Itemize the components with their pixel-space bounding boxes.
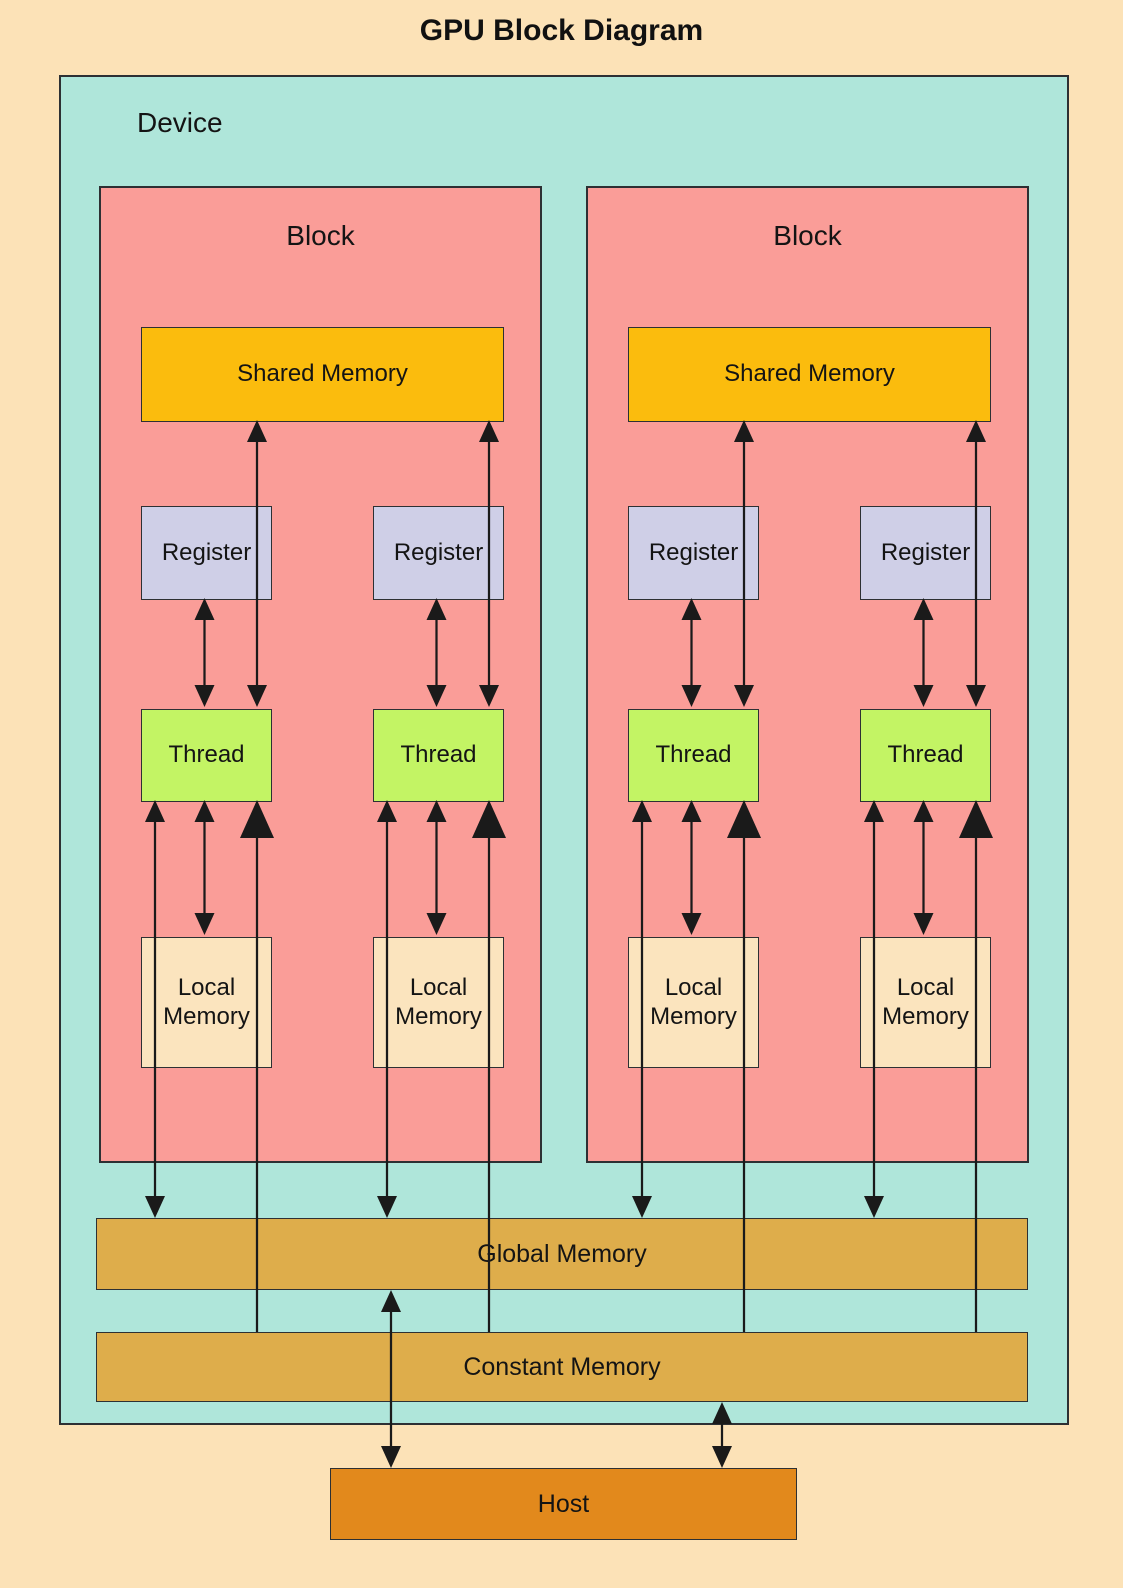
local-memory-box: Local Memory — [373, 937, 504, 1068]
local-memory-label: Local Memory — [395, 973, 482, 1030]
register-box: Register — [628, 506, 759, 600]
thread-box: Thread — [628, 709, 759, 802]
register-label: Register — [393, 538, 484, 566]
local-memory-label: Local Memory — [650, 973, 737, 1030]
thread-box: Thread — [141, 709, 272, 802]
thread-box: Thread — [373, 709, 504, 802]
diagram-title: GPU Block Diagram — [419, 14, 704, 47]
local-memory-box: Local Memory — [141, 937, 272, 1068]
constant-memory-label: Constant Memory — [463, 1352, 661, 1381]
register-box: Register — [860, 506, 991, 600]
shared-memory-box: Shared Memory — [141, 327, 504, 422]
register-label: Register — [161, 538, 252, 566]
host-label: Host — [537, 1489, 590, 1518]
local-memory-label: Local Memory — [163, 973, 250, 1030]
register-label: Register — [648, 538, 739, 566]
register-label: Register — [880, 538, 971, 566]
thread-label: Thread — [887, 741, 964, 769]
thread-box: Thread — [860, 709, 991, 802]
constant-memory-box: Constant Memory — [96, 1332, 1028, 1402]
local-memory-label: Local Memory — [882, 973, 969, 1030]
block-label: Block — [286, 220, 355, 251]
block-label: Block — [773, 220, 842, 251]
thread-label: Thread — [400, 741, 477, 769]
local-memory-box: Local Memory — [628, 937, 759, 1068]
global-memory-box: Global Memory — [96, 1218, 1028, 1290]
host-box: Host — [330, 1468, 797, 1540]
thread-label: Thread — [655, 741, 732, 769]
block-0: Block Shared Memory Register Register Th… — [99, 186, 542, 1163]
shared-memory-box: Shared Memory — [628, 327, 991, 422]
shared-memory-label: Shared Memory — [724, 360, 895, 388]
local-memory-box: Local Memory — [860, 937, 991, 1068]
register-box: Register — [373, 506, 504, 600]
shared-memory-label: Shared Memory — [237, 360, 408, 388]
global-memory-label: Global Memory — [477, 1239, 647, 1268]
thread-label: Thread — [168, 741, 245, 769]
register-box: Register — [141, 506, 272, 600]
device-label: Device — [137, 107, 223, 138]
block-1: Block Shared Memory Register Register Th… — [586, 186, 1029, 1163]
